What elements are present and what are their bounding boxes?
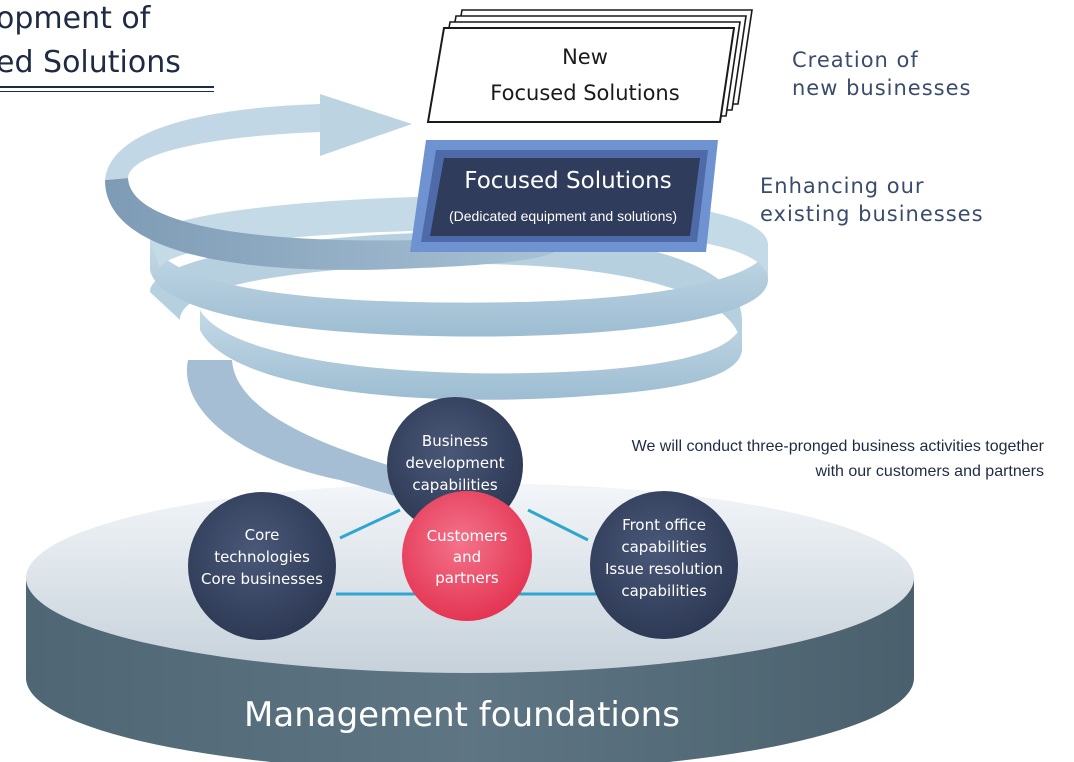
front-office-line1: Front office [622, 516, 706, 534]
focused-solutions-subtitle: (Dedicated equipment and solutions) [449, 208, 677, 224]
activities-note-line2: with our customers and partners [815, 463, 1044, 480]
business-development-line3: capabilities [412, 476, 497, 494]
customers-line3: partners [435, 569, 499, 587]
core-line1: Core [245, 526, 280, 544]
front-office-circle [590, 491, 738, 639]
spiral-ring-upper-top [105, 104, 320, 180]
core-circle [188, 492, 336, 640]
creation-label: Creation of new businesses [792, 46, 971, 102]
spiral-arrowhead [320, 94, 412, 156]
customers-line1: Customers [427, 527, 508, 545]
new-solutions-line2: Focused Solutions [490, 81, 679, 105]
business-development-line1: Business [422, 432, 488, 450]
focused-solutions-card [410, 140, 718, 252]
spiral-tail [186, 360, 405, 496]
foundation-label: Management foundations [244, 695, 680, 735]
spiral-ring-middle [150, 240, 768, 337]
activities-note: We will conduct three-pronged business a… [632, 434, 1044, 484]
enhancing-label-line2: existing businesses [760, 202, 984, 226]
customers-line2: and [453, 548, 481, 566]
customers-circle [402, 491, 532, 621]
new-solutions-stack [426, 9, 753, 123]
section-heading-line1: opment of [0, 1, 151, 36]
creation-label-line1: Creation of [792, 48, 919, 72]
heading-underline-thin [0, 91, 214, 92]
front-office-line2: capabilities [621, 538, 706, 556]
new-solutions-line1: New [562, 45, 608, 69]
activities-note-line1: We will conduct three-pronged business a… [631, 438, 1044, 455]
front-office-line3: Issue resolution [605, 560, 723, 578]
spiral-ring-lower [200, 310, 742, 400]
business-development-line2: development [406, 454, 505, 472]
creation-label-line2: new businesses [792, 76, 972, 100]
front-office-line4: capabilities [621, 582, 706, 600]
core-line2: technologies [214, 548, 310, 566]
enhancing-label: Enhancing our existing businesses [760, 172, 984, 228]
section-heading-line2: ed Solutions [0, 45, 181, 80]
enhancing-label-line1: Enhancing our [760, 174, 925, 198]
heading-underline [0, 86, 214, 88]
focused-solutions-title: Focused Solutions [464, 168, 671, 194]
core-line3: Core businesses [201, 570, 323, 588]
